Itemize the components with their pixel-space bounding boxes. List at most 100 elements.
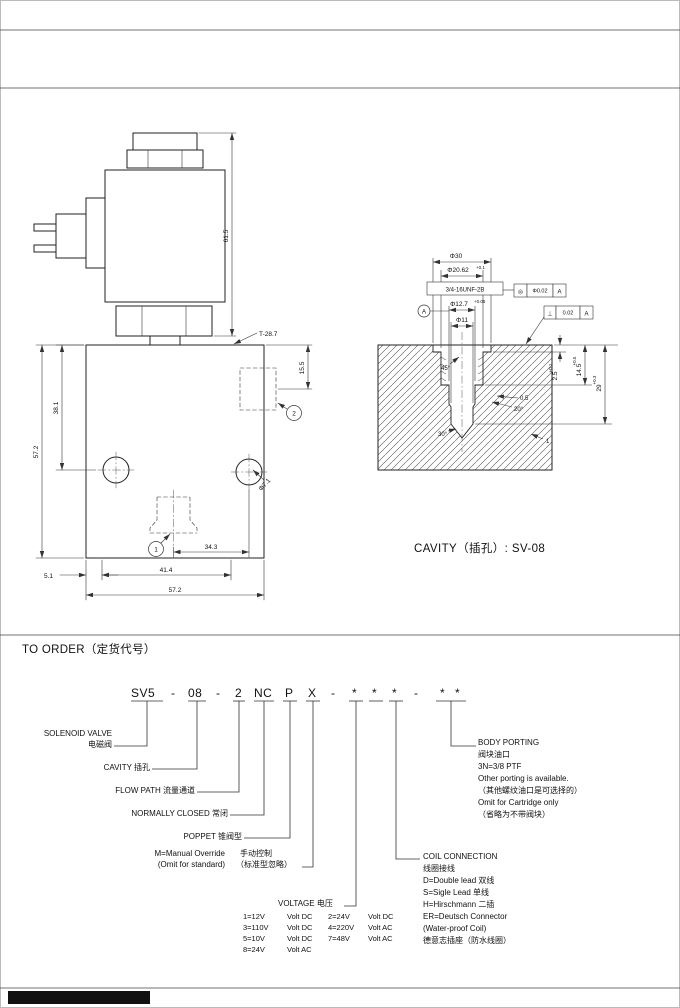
footer-bar (8, 991, 150, 1004)
valve-top-nut-upper (132, 132, 198, 151)
concentricity-frame: ◎ Φ0.02 A (513, 283, 567, 298)
label-coil-connection-title: COIL CONNECTION (423, 852, 498, 861)
angle-20: 20° (514, 407, 524, 413)
datum-a-balloon (417, 304, 431, 318)
voltage-code: 7=48V (328, 934, 350, 943)
balloon-port2 (286, 405, 302, 421)
coil-option: 德意志插座（防水线圈） (423, 936, 511, 945)
dim-depth-29: 29 (596, 384, 603, 392)
body-porting-option: 3N=3/8 PTF (478, 762, 522, 771)
connector-pin-1 (33, 223, 57, 232)
dim-port-span: 34.3 (205, 544, 218, 551)
concentricity-datum: A (557, 290, 561, 296)
dim-hole-offset: 38.1 (53, 401, 60, 414)
perpendicularity-value: 0.02 (563, 311, 574, 317)
label-poppet: POPPET 锥阀型 (183, 832, 242, 841)
order-code-wildcard: * (352, 686, 358, 700)
label-flow-path: FLOW PATH 流量通道 (115, 786, 195, 795)
dim-cavity-dia2062-tol: +0.1 (476, 265, 485, 270)
valve-front-view: 2 1 (33, 132, 313, 601)
label-manual-override-zh1: 手动控制 (240, 849, 272, 858)
label-manual-override-en1: M=Manual Override (154, 849, 225, 858)
angle-45: 45° (441, 366, 451, 372)
dim-hole-span: 41.4 (160, 567, 173, 574)
label-coil-connection-zh: 线圈接线 (423, 864, 455, 873)
voltage-code: 2=24V (328, 912, 350, 921)
voltage-type: Volt DC (287, 923, 313, 932)
voltage-code: 1=12V (243, 912, 265, 921)
order-code-wildcard: * (455, 686, 461, 700)
body-porting-option: Omit for Cartridge only (478, 798, 559, 807)
angle-30: 30° (438, 432, 448, 438)
voltage-type: Volt DC (287, 934, 313, 943)
balloon-port1-number: 1 (154, 547, 158, 554)
label-cavity: CAVITY 插孔 (103, 763, 150, 772)
cavity-section-view: Φ30 Φ20.62 +0.1 3/4-16UNF-2B ◎ Φ0.02 A Φ… (377, 253, 618, 471)
connector-junction (85, 197, 106, 269)
connector-pin-2 (33, 244, 57, 253)
cavity-caption: CAVITY（插孔）: SV-08 (414, 543, 546, 555)
order-code-part: NC (254, 686, 273, 700)
label-voltage-title: VOLTAGE 电压 (278, 899, 333, 908)
perpendicularity-icon: ⊥ (547, 311, 552, 318)
dim-thread-callout: T-28.7 (259, 331, 278, 338)
voltage-type: Volt AC (368, 934, 393, 943)
label-normally-closed: NORMALLY CLOSED 常闭 (131, 809, 228, 818)
dim-cavity-dia2062: Φ20.62 (447, 267, 469, 274)
connector-plug (55, 213, 87, 259)
dim-edge-offset: 5.1 (44, 573, 53, 580)
coil-body (104, 169, 226, 303)
concentricity-icon: ◎ (518, 290, 523, 296)
voltage-code: 3=110V (243, 923, 269, 932)
port1-hidden-outline (149, 496, 198, 534)
label-body-porting-zh: 阀块油口 (478, 750, 510, 759)
concentricity-value: Φ0.02 (532, 289, 547, 295)
dim-cavity-dia30: Φ30 (450, 253, 463, 260)
dim-05: 0.5 (520, 396, 529, 402)
valve-body-block (85, 344, 265, 559)
dim-depth-145-tol: +0.5 (572, 356, 577, 365)
dim-depth-25-tol: +0.1 (548, 363, 553, 372)
voltage-type: Volt AC (368, 923, 393, 932)
perpendicularity-datum: A (584, 312, 588, 318)
dim-depth-29-tol: +0.3 (592, 375, 597, 384)
order-code-separator: - (216, 686, 221, 700)
valve-top-nut-lower (126, 149, 204, 169)
thread-spec: 3/4-16UNF-2B (446, 288, 485, 294)
perpendicularity-frame: ⊥ 0.02 A (543, 305, 594, 320)
coil-option: S=Sigle Lead 单线 (423, 888, 490, 897)
label-solenoid-valve-zh: 电磁阀 (88, 740, 112, 749)
label-solenoid-valve-en: SOLENOID VALVE (43, 729, 112, 738)
dim-cavity-dia11: Φ11 (456, 317, 468, 324)
body-porting-option: （其他螺纹油口是可选择的） (478, 786, 582, 795)
order-code-part: 08 (188, 686, 203, 700)
dim-1: 1 (546, 439, 550, 445)
dim-cavity-dia127-tol: +0.05 (474, 299, 486, 304)
coil-option: ER=Deutsch Connector (423, 912, 508, 921)
thread-spec-frame (426, 281, 504, 296)
dim-depth-145: 14.5 (576, 363, 583, 376)
valve-stem (149, 335, 181, 346)
voltage-code: 8=24V (243, 945, 265, 954)
label-manual-override-en2: (Omit for standard) (157, 860, 225, 869)
voltage-type: Volt AC (287, 945, 312, 954)
thread-ticks (440, 356, 484, 382)
balloon-port1 (148, 541, 164, 557)
coil-option: (Water-proof Coil) (423, 924, 487, 933)
order-code-separator: - (331, 686, 336, 700)
valve-lower-nut (115, 305, 213, 337)
voltage-code: 4=220V (328, 923, 355, 932)
order-code-wildcard: * (440, 686, 446, 700)
coil-option: D=Double lead 双线 (423, 876, 495, 885)
label-manual-override-zh2: （标准型忽略） (236, 860, 292, 869)
order-code-wildcard: * (392, 686, 398, 700)
dim-body-width: 57.2 (169, 587, 182, 594)
body-porting-option: Other porting is available. (478, 774, 569, 783)
order-code-separator: - (171, 686, 176, 700)
order-code-wildcard: * (372, 686, 378, 700)
order-code-part: P (285, 686, 294, 700)
order-code-part: 2 (235, 686, 243, 700)
dim-cavity-dia127: Φ12.7 (450, 301, 468, 308)
